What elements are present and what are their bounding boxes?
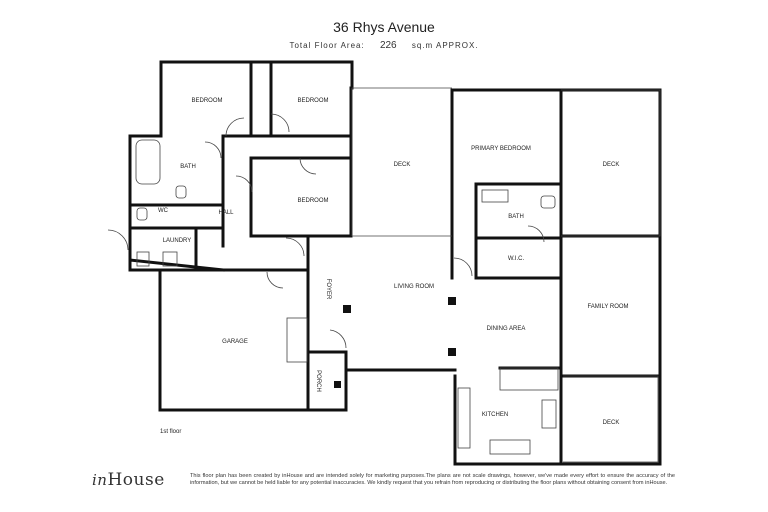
inhouse-logo: inHouse [92, 470, 165, 490]
walls [128, 60, 662, 466]
area-value: 226 [379, 40, 397, 51]
logo-script: in [92, 471, 108, 489]
room-living-room: LIVING ROOM [394, 284, 434, 290]
disclaimer-text: This floor plan has been created by inHo… [190, 473, 675, 487]
room-bedroom-1: BEDROOM [191, 98, 222, 104]
room-porch: PORCH [315, 370, 321, 392]
room-deck-3: DECK [603, 420, 620, 426]
room-bedroom-3: BEDROOM [297, 198, 328, 204]
room-wic: W.I.C. [508, 256, 525, 262]
pillars [334, 297, 456, 388]
room-bedroom-2: BEDROOM [297, 98, 328, 104]
room-garage: GARAGE [222, 339, 248, 345]
plan-title: 36 Rhys Avenue [333, 19, 435, 35]
room-labels: BEDROOM BEDROOM BATH WC HALL LAUNDRY BED… [158, 98, 629, 426]
total-floor-area: Total Floor Area: 226 sq.m APPROX. [0, 40, 768, 51]
room-bath-2: BATH [508, 214, 524, 220]
area-label: Total Floor Area: [289, 41, 365, 50]
logo-word: House [107, 470, 165, 490]
room-dining-area: DINING AREA [487, 326, 526, 332]
thin-lines [107, 87, 661, 463]
room-bath-1: BATH [180, 164, 196, 170]
room-kitchen: KITCHEN [482, 412, 508, 418]
room-family-room: FAMILY ROOM [587, 304, 628, 310]
room-deck-1: DECK [394, 162, 411, 168]
room-hall: HALL [218, 210, 234, 216]
room-foyer: FOYER [325, 279, 331, 300]
room-laundry: LAUNDRY [163, 238, 192, 244]
room-primary-bedroom: PRIMARY BEDROOM [471, 146, 531, 152]
floor-label: 1st floor [160, 429, 182, 435]
room-wc: WC [158, 208, 169, 214]
room-deck-2: DECK [603, 162, 620, 168]
area-unit: sq.m APPROX. [411, 41, 479, 50]
